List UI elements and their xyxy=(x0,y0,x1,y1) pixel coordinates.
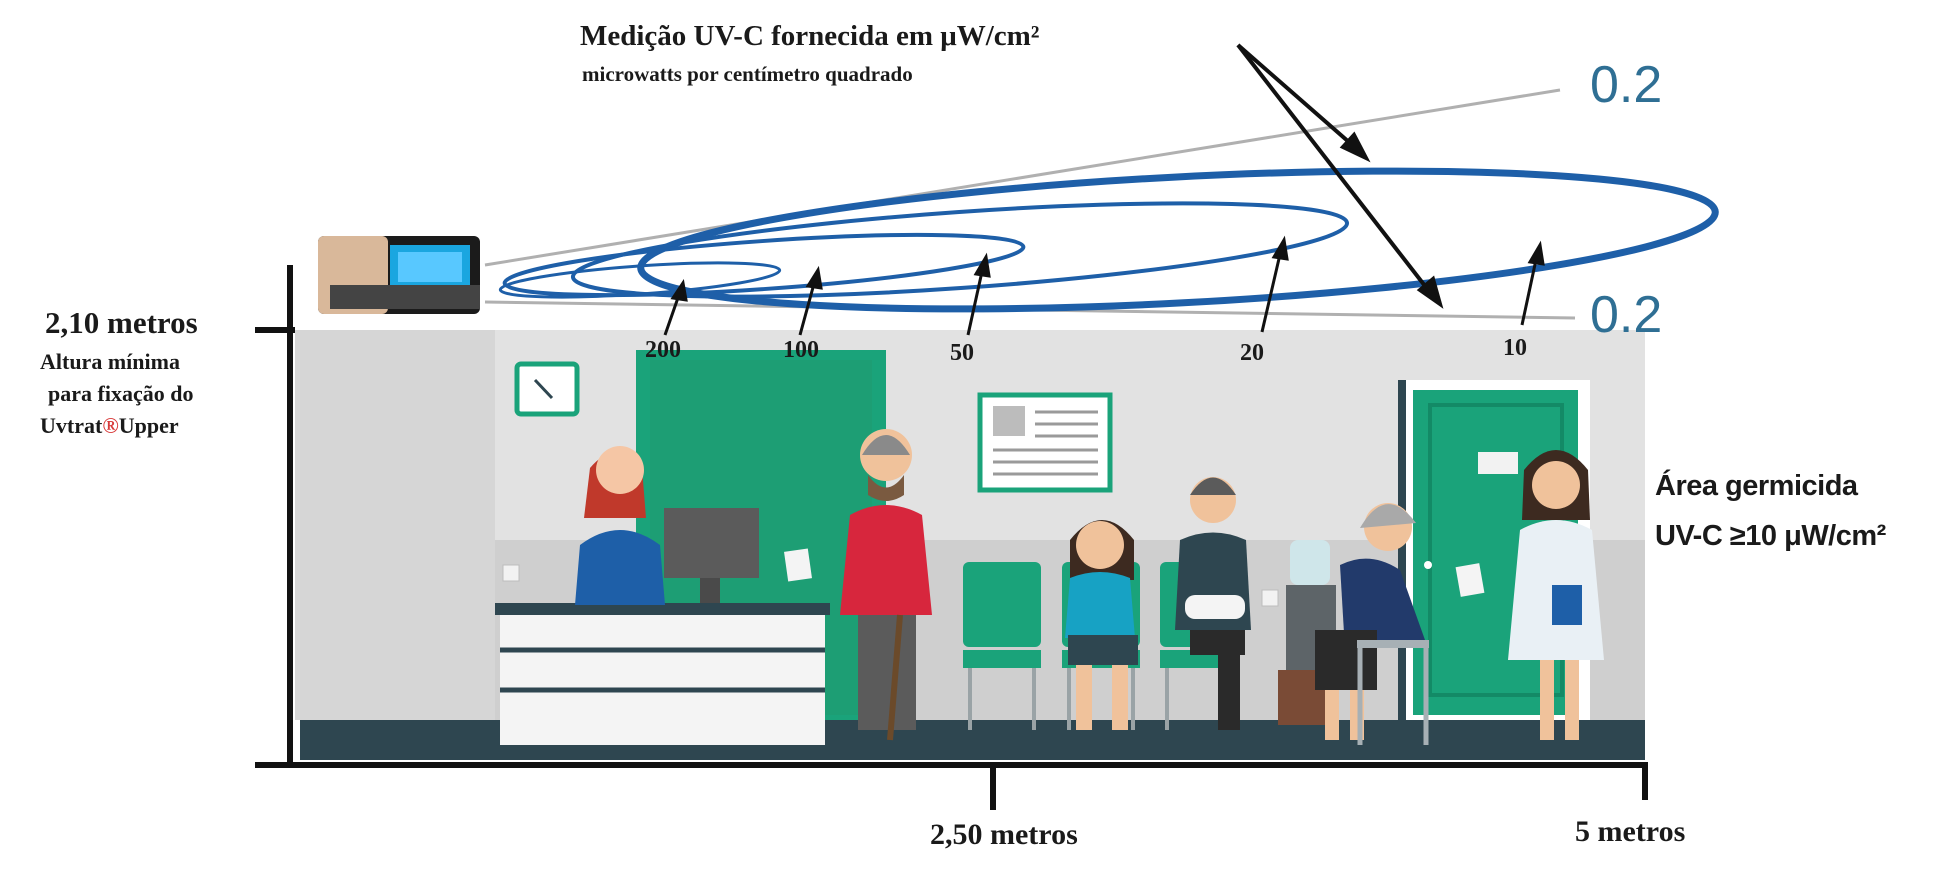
wall-switch xyxy=(502,564,520,582)
brand-name-suffix: Upper xyxy=(118,413,179,438)
clock-hand xyxy=(533,378,554,400)
height-label: 2,10 metros xyxy=(45,305,198,340)
notice-photo xyxy=(993,406,1025,436)
desk-top xyxy=(495,603,830,615)
height-desc-line: Altura mínima xyxy=(40,349,180,374)
uv-device xyxy=(318,236,480,314)
elderly-man xyxy=(784,429,932,741)
door-sign xyxy=(1478,452,1518,474)
boundary-value-top: 0.2 xyxy=(1590,56,1663,114)
door-jamb xyxy=(1398,380,1406,720)
computer-monitor xyxy=(664,508,759,578)
uv-beam-contours xyxy=(498,167,1719,313)
diagram-subtitle: microwatts por centímetro quadrado xyxy=(582,62,913,86)
height-description: Altura mínima para fixação do Uvtrat®Upp… xyxy=(40,346,280,442)
left-wall-panel xyxy=(295,330,495,720)
elderly-woman xyxy=(1315,503,1429,745)
x-axis-label-mid: 2,50 metros xyxy=(930,818,1078,851)
reception-desk xyxy=(500,615,825,745)
level-label-100: 100 xyxy=(783,337,819,363)
level-label-20: 20 xyxy=(1240,340,1264,366)
level-label-200: 200 xyxy=(645,337,681,363)
boundary-value-bottom: 0.2 xyxy=(1590,286,1663,344)
diagram-title: Medição UV-C fornecida em μW/cm² xyxy=(580,20,1040,52)
doctor xyxy=(1455,450,1604,740)
germicidal-area-title: Área germicida xyxy=(1655,470,1858,502)
level-label-50: 50 xyxy=(950,340,974,366)
boundary-line-top xyxy=(484,88,1561,267)
wall-switch xyxy=(1261,589,1279,607)
level-label-10: 10 xyxy=(1503,335,1527,361)
seated-woman xyxy=(1065,520,1138,730)
x-axis-label-end: 5 metros xyxy=(1575,815,1686,848)
wall-clock xyxy=(514,361,580,417)
title-arrows xyxy=(1236,43,1444,309)
notice-lines xyxy=(993,410,1098,476)
height-desc-line: para fixação do xyxy=(48,381,194,406)
water-cooler-bottle xyxy=(1290,540,1330,585)
monitor-stand xyxy=(700,578,720,603)
registered-mark: ® xyxy=(102,413,119,438)
height-desc-brand: Uvtrat®Upper xyxy=(40,410,280,442)
door-handle xyxy=(1424,561,1432,569)
level-arrows xyxy=(663,235,1545,336)
injured-man xyxy=(1175,477,1251,730)
germicidal-area-threshold: UV-C ≥10 μW/cm² xyxy=(1655,520,1886,552)
receptionist xyxy=(575,446,665,605)
brand-name: Uvtrat xyxy=(40,413,103,438)
